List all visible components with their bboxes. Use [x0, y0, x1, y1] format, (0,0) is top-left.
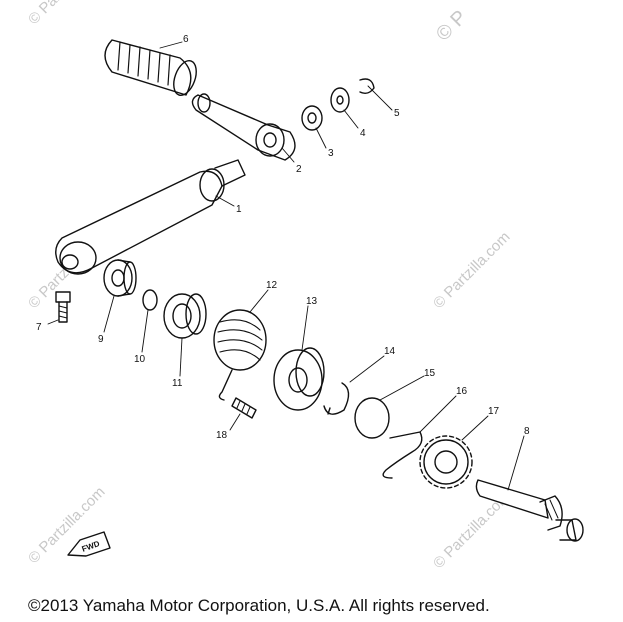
part-7-bolt — [55, 291, 71, 323]
callout-8: 8 — [524, 426, 530, 437]
callout-14: 14 — [384, 346, 396, 357]
part-16-clip — [382, 431, 423, 479]
callout-10: 10 — [134, 354, 146, 365]
part-18-pin — [231, 397, 257, 419]
callout-16: 16 — [456, 386, 468, 397]
callout-1: 1 — [236, 204, 242, 215]
callout-17: 17 — [488, 406, 500, 417]
callout-4: 4 — [360, 128, 366, 139]
callout-15: 15 — [424, 368, 436, 379]
callout-11: 11 — [172, 378, 183, 389]
callout-7: 7 — [36, 322, 42, 333]
callout-9: 9 — [98, 334, 104, 345]
part-15-ring — [354, 397, 390, 439]
callout-3: 3 — [328, 148, 334, 159]
part-5-clip — [359, 78, 375, 95]
part-6-grip — [104, 39, 197, 96]
callout-12: 12 — [266, 280, 278, 291]
part-8-shaft — [475, 479, 584, 542]
part-17-gear — [419, 435, 473, 489]
callout-2: 2 — [296, 164, 302, 175]
part-11-boss — [163, 293, 207, 339]
callout-18: 18 — [216, 430, 228, 441]
copyright-notice: ©2013 Yamaha Motor Corporation, U.S.A. A… — [28, 596, 490, 615]
part-9-bushing — [103, 259, 137, 297]
part-13-plate — [273, 347, 325, 411]
part-2-lever — [191, 93, 296, 161]
part-14-circlip — [323, 382, 350, 415]
callout-5: 5 — [394, 108, 400, 119]
callout-13: 13 — [306, 296, 318, 307]
callout-6: 6 — [183, 34, 189, 45]
part-10-circlip — [142, 289, 158, 311]
part-1-kick-arm — [55, 159, 246, 275]
fwd-arrow-icon — [67, 531, 111, 557]
part-3-collar — [301, 105, 323, 131]
part-12-spring — [213, 309, 267, 401]
part-4-washer — [330, 87, 350, 113]
